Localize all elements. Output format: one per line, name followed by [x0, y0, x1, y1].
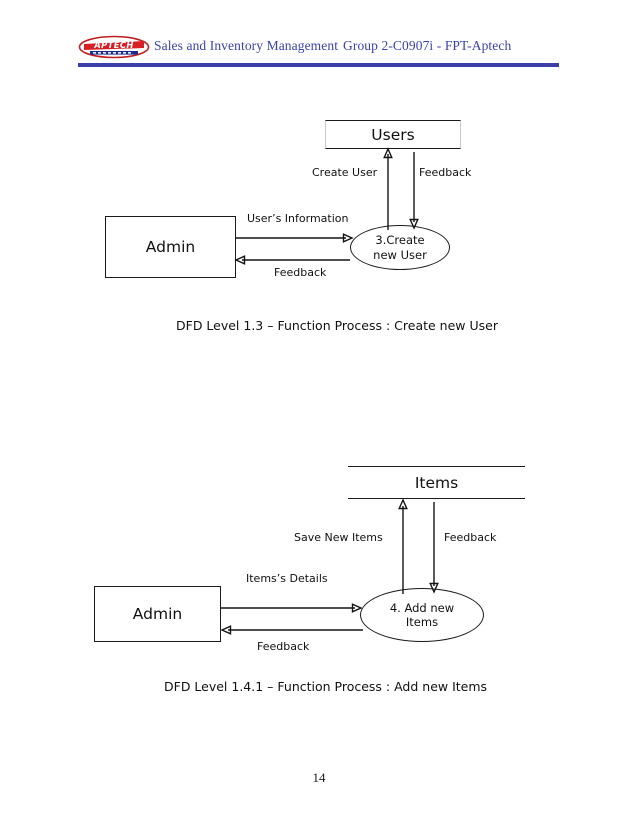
- flow-label-items-details: Items’s Details: [246, 572, 328, 585]
- arrow-feedback-admin: [220, 625, 363, 635]
- page-number: 14: [312, 770, 326, 785]
- datastore-items-label: Items: [414, 473, 459, 492]
- process-create-new-user-line2: new User: [373, 247, 427, 262]
- process-create-new-user-line1: 3.Create: [375, 233, 425, 248]
- entity-admin: Admin: [105, 216, 236, 278]
- datastore-items: Items: [348, 466, 525, 499]
- flow-label-feedback-store: Feedback: [419, 166, 472, 179]
- flow-label-feedback-admin: Feedback: [274, 266, 327, 279]
- entity-admin: Admin: [94, 586, 221, 642]
- document-header: APTECH Sales and Inventory Management Gr…: [78, 30, 560, 68]
- datastore-users: Users: [325, 120, 461, 149]
- caption-dfd-1-3: DFD Level 1.3 – Function Process : Creat…: [176, 318, 498, 333]
- aptech-logo-icon: APTECH: [78, 35, 150, 59]
- dfd-diagram-add-new-items: Items Admin 4. Add new Items: [94, 466, 525, 694]
- arrow-save-new-items: [398, 498, 408, 594]
- flow-label-save-new-items: Save New Items: [294, 531, 383, 544]
- arrow-items-details: [221, 603, 363, 613]
- datastore-users-label: Users: [371, 125, 415, 144]
- process-add-new-items-line1: 4. Add new: [389, 600, 455, 615]
- flow-label-create-user: Create User: [312, 166, 378, 179]
- entity-admin-label: Admin: [132, 605, 183, 623]
- entity-admin-label: Admin: [145, 238, 196, 256]
- flow-label-feedback-admin: Feedback: [257, 640, 310, 653]
- flow-label-users-information: User’s Information: [247, 212, 349, 225]
- process-add-new-items: 4. Add new Items: [360, 588, 484, 642]
- caption-dfd-1-4-1: DFD Level 1.4.1 – Function Process : Add…: [164, 679, 488, 694]
- svg-text:APTECH: APTECH: [93, 40, 134, 50]
- aptech-logo: APTECH: [78, 35, 150, 59]
- arrow-feedback-store: [429, 502, 439, 594]
- process-create-new-user: 3.Create new User: [350, 225, 450, 270]
- process-add-new-items-line2: Items: [405, 615, 439, 629]
- dfd-diagram-create-new-user: Users Admin 3.Create new User: [0, 0, 638, 350]
- header-group-label: Group 2-C0907i - FPT-Aptech: [343, 38, 512, 53]
- flow-label-feedback-store: Feedback: [444, 531, 497, 544]
- header-title: Sales and Inventory Management: [154, 38, 339, 53]
- header-divider: [78, 63, 559, 67]
